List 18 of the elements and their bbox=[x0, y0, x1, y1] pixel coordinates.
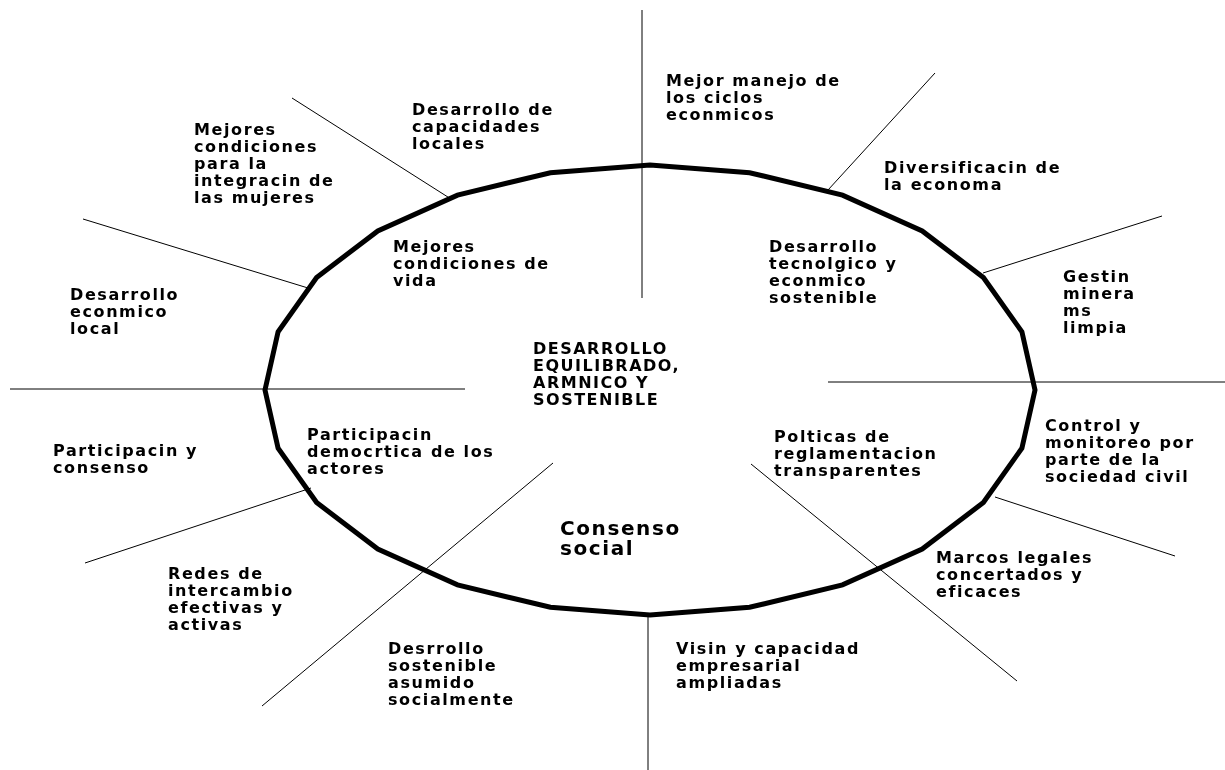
outer-label: Gestin minera ms limpia bbox=[1063, 268, 1137, 336]
outer-label: Redes de intercambio efectivas y activas bbox=[168, 565, 295, 633]
sector-label: Participacin democrtica de los actores bbox=[307, 426, 496, 477]
outer-label: Mejores condiciones para la integracin de las mujeres bbox=[194, 121, 336, 206]
outer-label: Desarrollo econmico local bbox=[70, 286, 181, 337]
sector-label: Polticas de reglamentacion transparentes bbox=[774, 428, 939, 479]
outer-label: Marcos legales concertados y eficaces bbox=[936, 549, 1095, 600]
outer-label: Participacin y consenso bbox=[53, 442, 200, 476]
center-title: DESARROLLO EQUILIBRADO, ARMNICO Y SOSTENIBLE bbox=[533, 340, 682, 408]
outer-label: Diversificacin de la economa bbox=[884, 159, 1063, 193]
outer-label: Control y monitoreo por parte de la sociedad civil bbox=[1045, 417, 1196, 485]
sector-label: Desarrollo tecnolgico y econmico sostenible bbox=[769, 238, 899, 306]
outer-label: Visin y capacidad empresarial ampliadas bbox=[676, 640, 861, 691]
outer-label: Desarrollo de capacidades locales bbox=[412, 101, 555, 152]
sector-label: Mejores condiciones de vida bbox=[393, 238, 551, 289]
sector-label: Consenso social bbox=[560, 518, 682, 558]
outer-label: Desrrollo sostenible asumido socialmente bbox=[388, 640, 516, 708]
outer-label: Mejor manejo de los ciclos econmicos bbox=[666, 72, 842, 123]
